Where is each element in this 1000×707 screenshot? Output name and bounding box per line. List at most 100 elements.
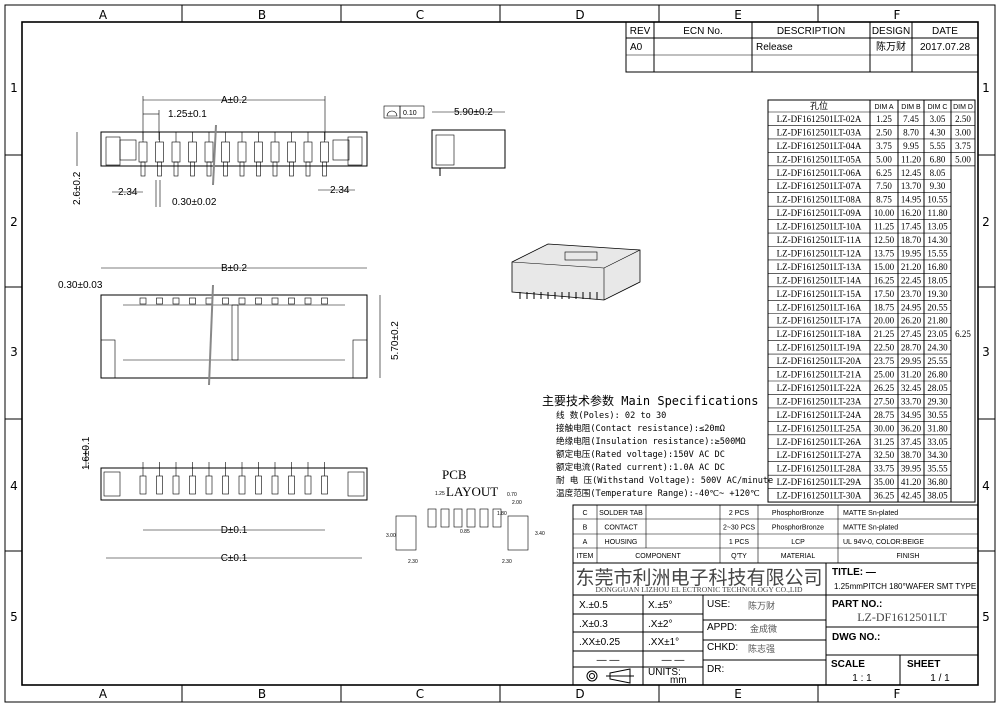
contact-leg (173, 161, 179, 177)
description-header: DESCRIPTION (777, 26, 845, 37)
spec-line: 接触电阻(Contact resistance):≤20mΩ (556, 422, 725, 434)
dim-cell: 32.50 (874, 450, 895, 460)
dim-cell: 11.20 (901, 154, 921, 164)
contact-leg (322, 161, 327, 177)
part-number-cell: LZ-DF1612501LT-17A (777, 316, 862, 326)
main-specifications: 主要技术参数 Main Specifications 线 数(Poles): 0… (542, 393, 773, 499)
dim-cell: 27.50 (874, 396, 895, 406)
bom-material-cell: PhosphorBronze (772, 525, 824, 532)
tolerance-linear: — — (597, 655, 620, 666)
dim-cell: 33.70 (901, 396, 922, 406)
pcb-title-2: LAYOUT (446, 484, 498, 499)
contact-pin (222, 297, 229, 305)
contact-pin (155, 141, 164, 163)
dim-cell: 9.30 (930, 181, 946, 191)
contact-leg (190, 161, 195, 177)
dim-cell: 24.95 (901, 302, 922, 312)
contact-pin (204, 141, 214, 163)
dim-cell: 7.45 (903, 114, 919, 124)
sheet-label: SHEET (907, 659, 940, 670)
dim-cell: 9.95 (903, 141, 919, 151)
dim-cell: 31.80 (927, 423, 948, 433)
part-number-cell: LZ-DF1612501LT-14A (777, 275, 862, 285)
spec-line: 绝缘电阻(Insulation resistance):≥500MΩ (556, 435, 746, 447)
table-header: DIM A (874, 104, 893, 111)
bom-finish-cell: MATTE Sn-plated (843, 525, 898, 532)
dim-cell: 1.25 (876, 114, 892, 124)
contact-pin (238, 475, 246, 495)
dim-cell: 5.55 (930, 141, 946, 151)
dim-cell: 12.50 (874, 235, 895, 245)
dim-cell: 42.45 (901, 491, 922, 501)
contact-pin (304, 297, 312, 305)
row-marker-left: 2 (10, 215, 18, 229)
pcb-layout: PCB LAYOUT 1.25 0.70 2.00 1.80 0.85 3.40… (386, 467, 545, 565)
table-header: 孔位 (810, 100, 828, 111)
pcb-tab-height-label: 3.40 (535, 531, 545, 537)
part-number-cell: LZ-DF1612501LT-04A (777, 141, 862, 151)
part-number-cell: LZ-DF1612501LT-05A (777, 154, 862, 164)
pcb-tab-width-label: 2.00 (512, 500, 522, 506)
spec-line: 温度范围(Temperature Range):-40℃~ +120℃ (556, 487, 760, 499)
dim-cell: 38.05 (927, 491, 948, 501)
dim-cell: 36.25 (874, 491, 895, 501)
description-value: Release (756, 42, 793, 53)
dim-cell: 34.30 (927, 450, 948, 460)
bom-material-cell: LCP (791, 539, 805, 546)
dim-cell: 21.20 (901, 262, 922, 272)
date-value: 2017.07.28 (920, 42, 970, 53)
part-number-cell: LZ-DF1612501LT-26A (777, 437, 862, 447)
contact-pin (221, 141, 230, 163)
dim-cell: 36.80 (927, 477, 948, 487)
top-view: A±0.2 1.25±0.1 2.6±0.2 2.34 2.34 0.30±0.… (72, 95, 368, 208)
row-marker-left: 3 (10, 345, 18, 359)
tolerance-angular: — — (662, 655, 685, 666)
part-number-cell: LZ-DF1612501LT-03A (777, 127, 862, 137)
dim-cell: 10.55 (927, 195, 948, 205)
dim-cell: 25.55 (927, 356, 948, 366)
row-marker-left: 1 (10, 81, 18, 95)
contact-leg (305, 161, 311, 177)
dim-cell: 10.00 (874, 208, 895, 218)
dim-cell: 7.50 (876, 181, 892, 191)
pcb-pad-height-label: 1.80 (497, 511, 507, 517)
column-marker-bottom: B (258, 687, 266, 701)
contact-pin (139, 475, 147, 495)
projection-circle-icon (586, 670, 598, 682)
part-number-cell: LZ-DF1612501LT-13A (777, 262, 862, 272)
dim-d-common-cell: 6.25 (955, 329, 971, 339)
part-number-cell: LZ-DF1612501LT-02A (777, 114, 862, 124)
bom-item-header: ITEM (577, 553, 594, 560)
dr-label: DR: (707, 664, 724, 675)
contact-pin (304, 475, 312, 495)
dim-depth2-label: 5.70±0.2 (390, 321, 401, 360)
dim-cell: 11.25 (874, 222, 894, 232)
contact-leg (239, 161, 245, 177)
chkd-label: CHKD: (707, 642, 738, 653)
design-header: DESIGN (872, 26, 910, 37)
contact-pin (189, 297, 196, 305)
part-number-cell: LZ-DF1612501LT-28A (777, 464, 862, 474)
dim-cell: 8.75 (876, 195, 892, 205)
dim-cell: 28.70 (901, 343, 922, 353)
ecn-header: ECN No. (683, 26, 722, 37)
dim-c-label: C±0.1 (221, 553, 248, 564)
dim-cell: 27.45 (901, 329, 922, 339)
part-number-cell: LZ-DF1612501LT-16A (777, 302, 862, 312)
bom-finish-cell: MATTE Sn-plated (843, 510, 898, 517)
dim-cell: 18.70 (901, 235, 922, 245)
dim-cell: 30.00 (874, 423, 895, 433)
contact-pin (254, 141, 263, 163)
part-no-label: PART NO.: (832, 599, 882, 610)
company-name-cn: 东莞市利洲电子科技有限公司 (575, 567, 822, 589)
part-number-cell: LZ-DF1612501LT-18A (777, 329, 862, 339)
contact-pin (303, 141, 313, 163)
column-marker-top: B (258, 8, 266, 22)
dim-cell: 18.05 (927, 275, 948, 285)
dim-cell: 17.50 (874, 289, 895, 299)
dim-cell: 6.25 (876, 168, 892, 178)
chkd-value: 陈志强 (748, 643, 775, 654)
bom-item-cell: B (583, 525, 588, 532)
dim-cell: 16.20 (901, 208, 922, 218)
